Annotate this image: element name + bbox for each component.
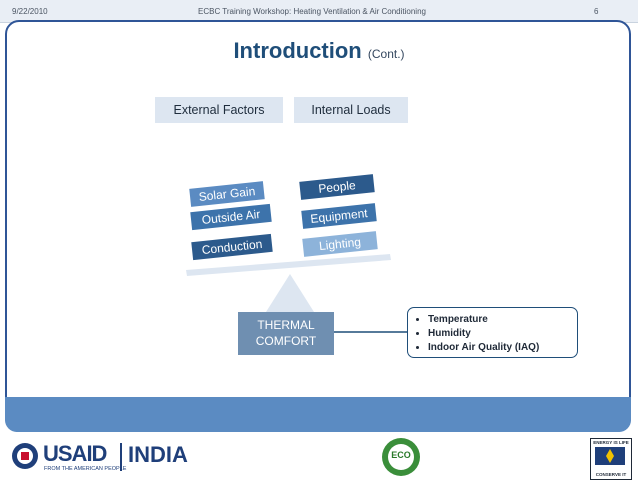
usaid-seal-icon: [12, 443, 38, 469]
usaid-text: USAID: [43, 441, 107, 466]
logo-divider: [120, 443, 122, 471]
conserve-text: CONSERVE IT: [595, 472, 627, 477]
connector-line: [334, 331, 407, 333]
page-number: 6: [594, 7, 599, 16]
usaid-tagline: FROM THE AMERICAN PEOPLE: [44, 466, 127, 472]
seal-center: [21, 452, 29, 460]
page-title: Introduction (Cont.): [0, 38, 638, 64]
seesaw-plank: [186, 254, 391, 276]
header-title: ECBC Training Workshop: Heating Ventilat…: [198, 7, 426, 16]
energy-emblem-icon: [595, 447, 625, 465]
energy-emblem-mark: [606, 449, 614, 463]
condition-item: Humidity: [428, 327, 571, 341]
bottom-band: [5, 397, 631, 432]
eco-inner: [388, 444, 414, 470]
energy-text: ENERGY IS LIFE: [593, 440, 629, 445]
footer-logos: USAID FROM THE AMERICAN PEOPLE INDIA ECO…: [0, 436, 638, 480]
condition-item: Indoor Air Quality (IAQ): [428, 341, 571, 355]
comfort-conditions-box: Temperature Humidity Indoor Air Quality …: [407, 307, 578, 358]
eco-logo-icon: [382, 438, 420, 476]
seesaw-shapes: [186, 254, 391, 312]
header-date: 9/22/2010: [12, 7, 48, 16]
energy-logo: ENERGY IS LIFE CONSERVE IT: [590, 438, 632, 480]
india-text: INDIA: [128, 442, 188, 467]
title-suffix: (Cont.): [367, 47, 405, 61]
seesaw-fulcrum: [266, 274, 314, 312]
internal-loads-label: Internal Loads: [294, 97, 408, 123]
eco-text: ECO: [391, 450, 411, 460]
thermal-comfort-box: THERMAL COMFORT: [238, 312, 334, 355]
condition-item: Temperature: [428, 313, 571, 327]
conditions-list: Temperature Humidity Indoor Air Quality …: [414, 313, 571, 355]
external-factors-label: External Factors: [155, 97, 283, 123]
title-main: Introduction: [233, 38, 362, 63]
